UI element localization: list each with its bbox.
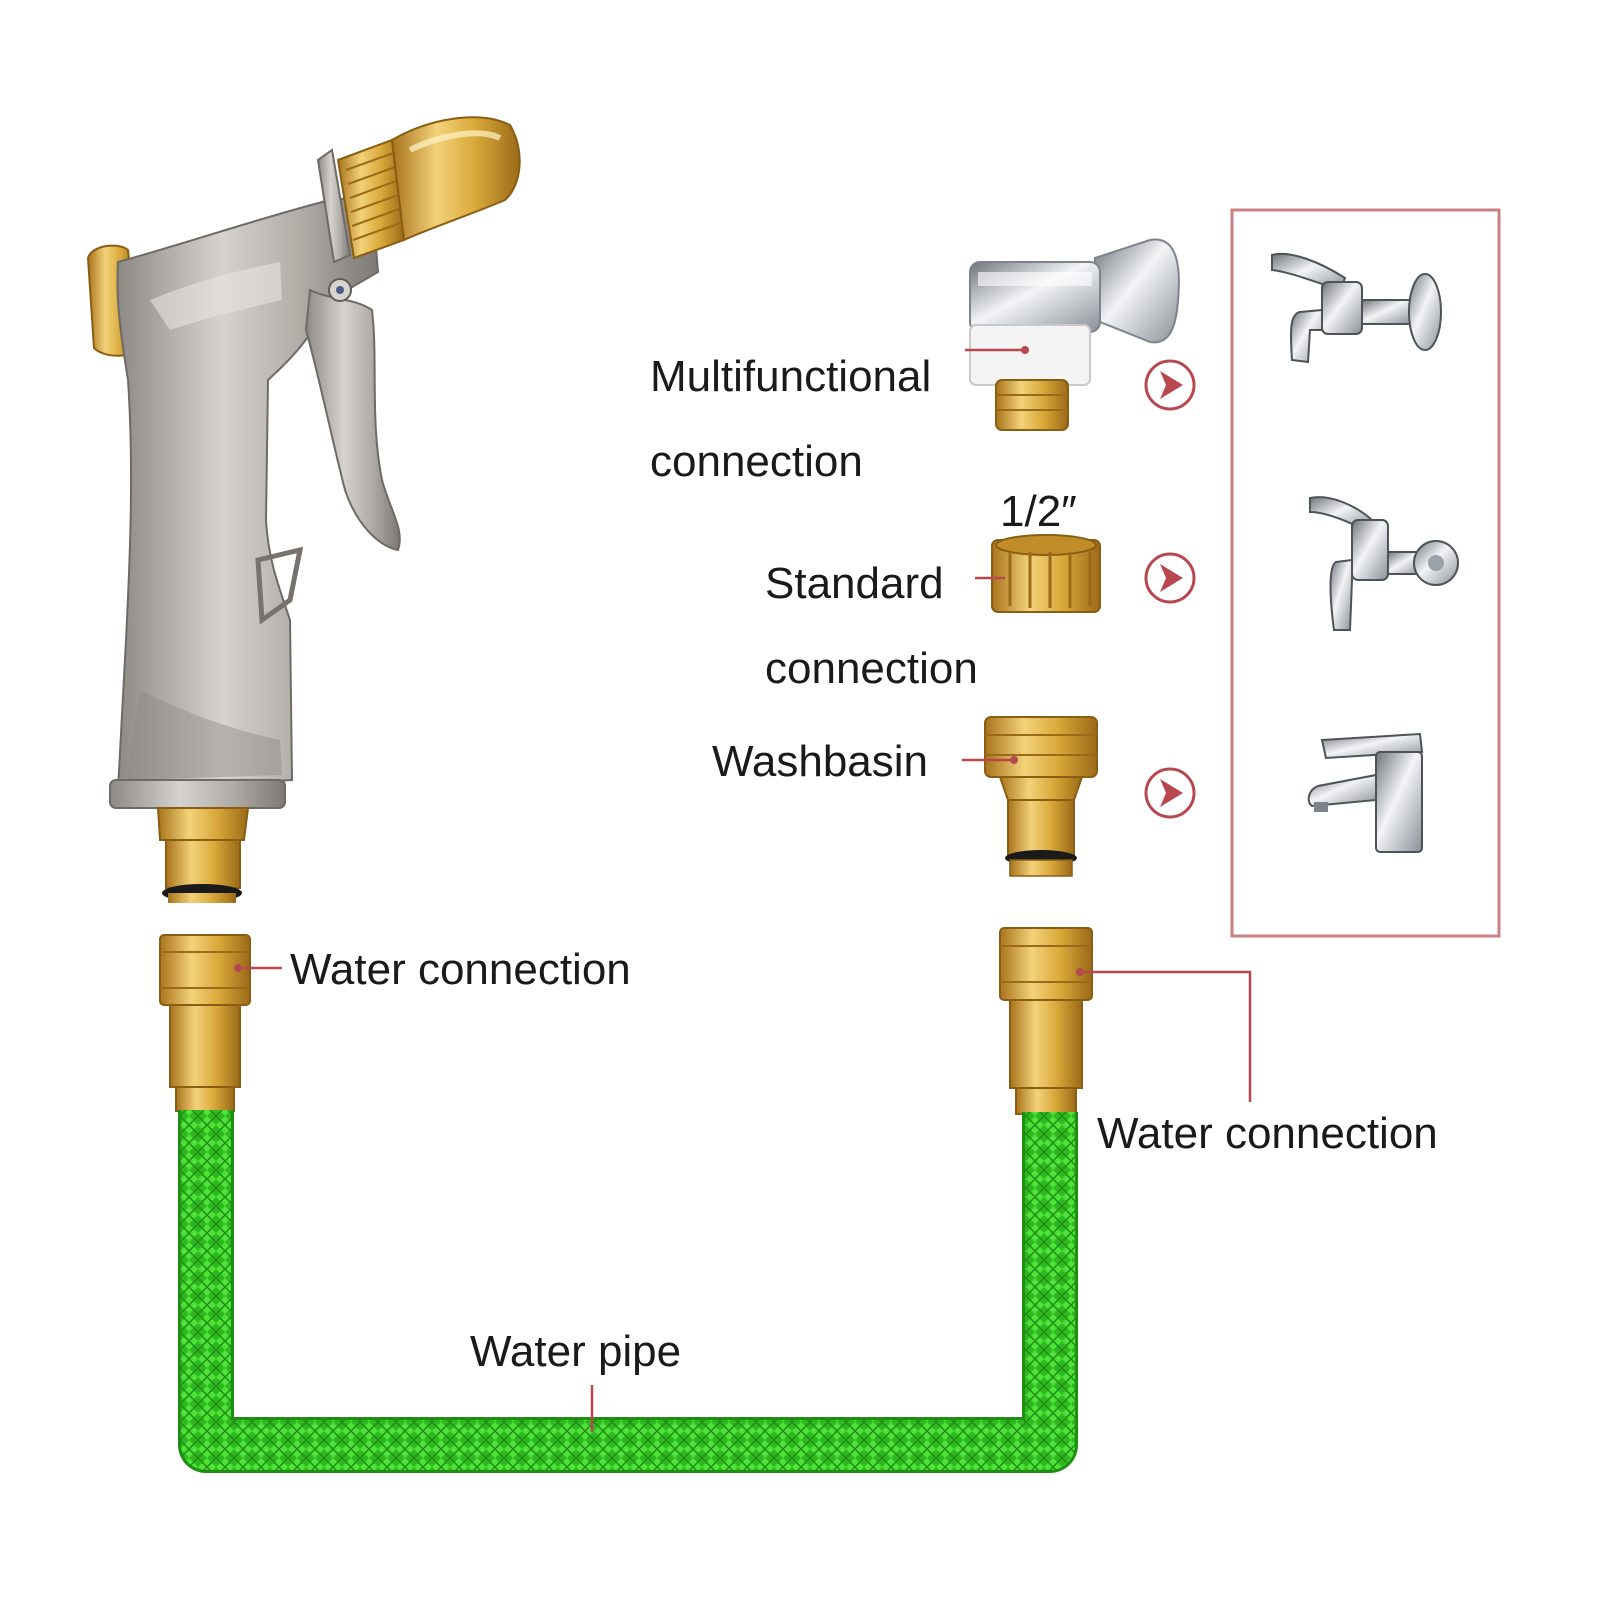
standard-label-line1: Standard <box>765 559 944 608</box>
nozzle-tip <box>390 116 521 242</box>
faucet-options-box <box>1230 208 1501 938</box>
right-hose-connector <box>999 927 1093 1115</box>
adapter-key <box>1094 238 1180 344</box>
washbasin-connector <box>984 716 1098 877</box>
basin-mixer-faucet-icon <box>1307 732 1424 853</box>
trigger <box>304 288 401 552</box>
multifunctional-adapter <box>969 238 1180 431</box>
hose-outline <box>178 1110 1078 1473</box>
washbasin-label: Washbasin <box>712 737 929 786</box>
arrow-icon-2 <box>1144 552 1196 604</box>
water-pipe-label: Water pipe <box>470 1327 682 1376</box>
bibcock-faucet-icon <box>1309 496 1459 631</box>
arrow-icon-1 <box>1144 359 1196 411</box>
left-hose-connector <box>159 934 251 1112</box>
multifunctional-label-line2: connection <box>650 437 863 486</box>
multifunctional-label-line1: Multifunctional <box>650 352 932 401</box>
water-pipe-hose <box>181 1110 1075 1470</box>
arrow-icon-3 <box>1144 767 1196 819</box>
spray-gun-illustration <box>86 116 521 903</box>
water-connection-right-label: Water connection <box>1097 1109 1438 1158</box>
half-inch-label: 1/2″ <box>1000 487 1077 536</box>
water-connection-left-label: Water connection <box>290 945 631 994</box>
gun-body <box>116 194 380 792</box>
wall-faucet-icon <box>1271 252 1442 364</box>
leader-lines <box>238 348 1252 1432</box>
standard-label-line2: connection <box>765 644 978 693</box>
standard-half-inch-connector <box>991 534 1101 613</box>
